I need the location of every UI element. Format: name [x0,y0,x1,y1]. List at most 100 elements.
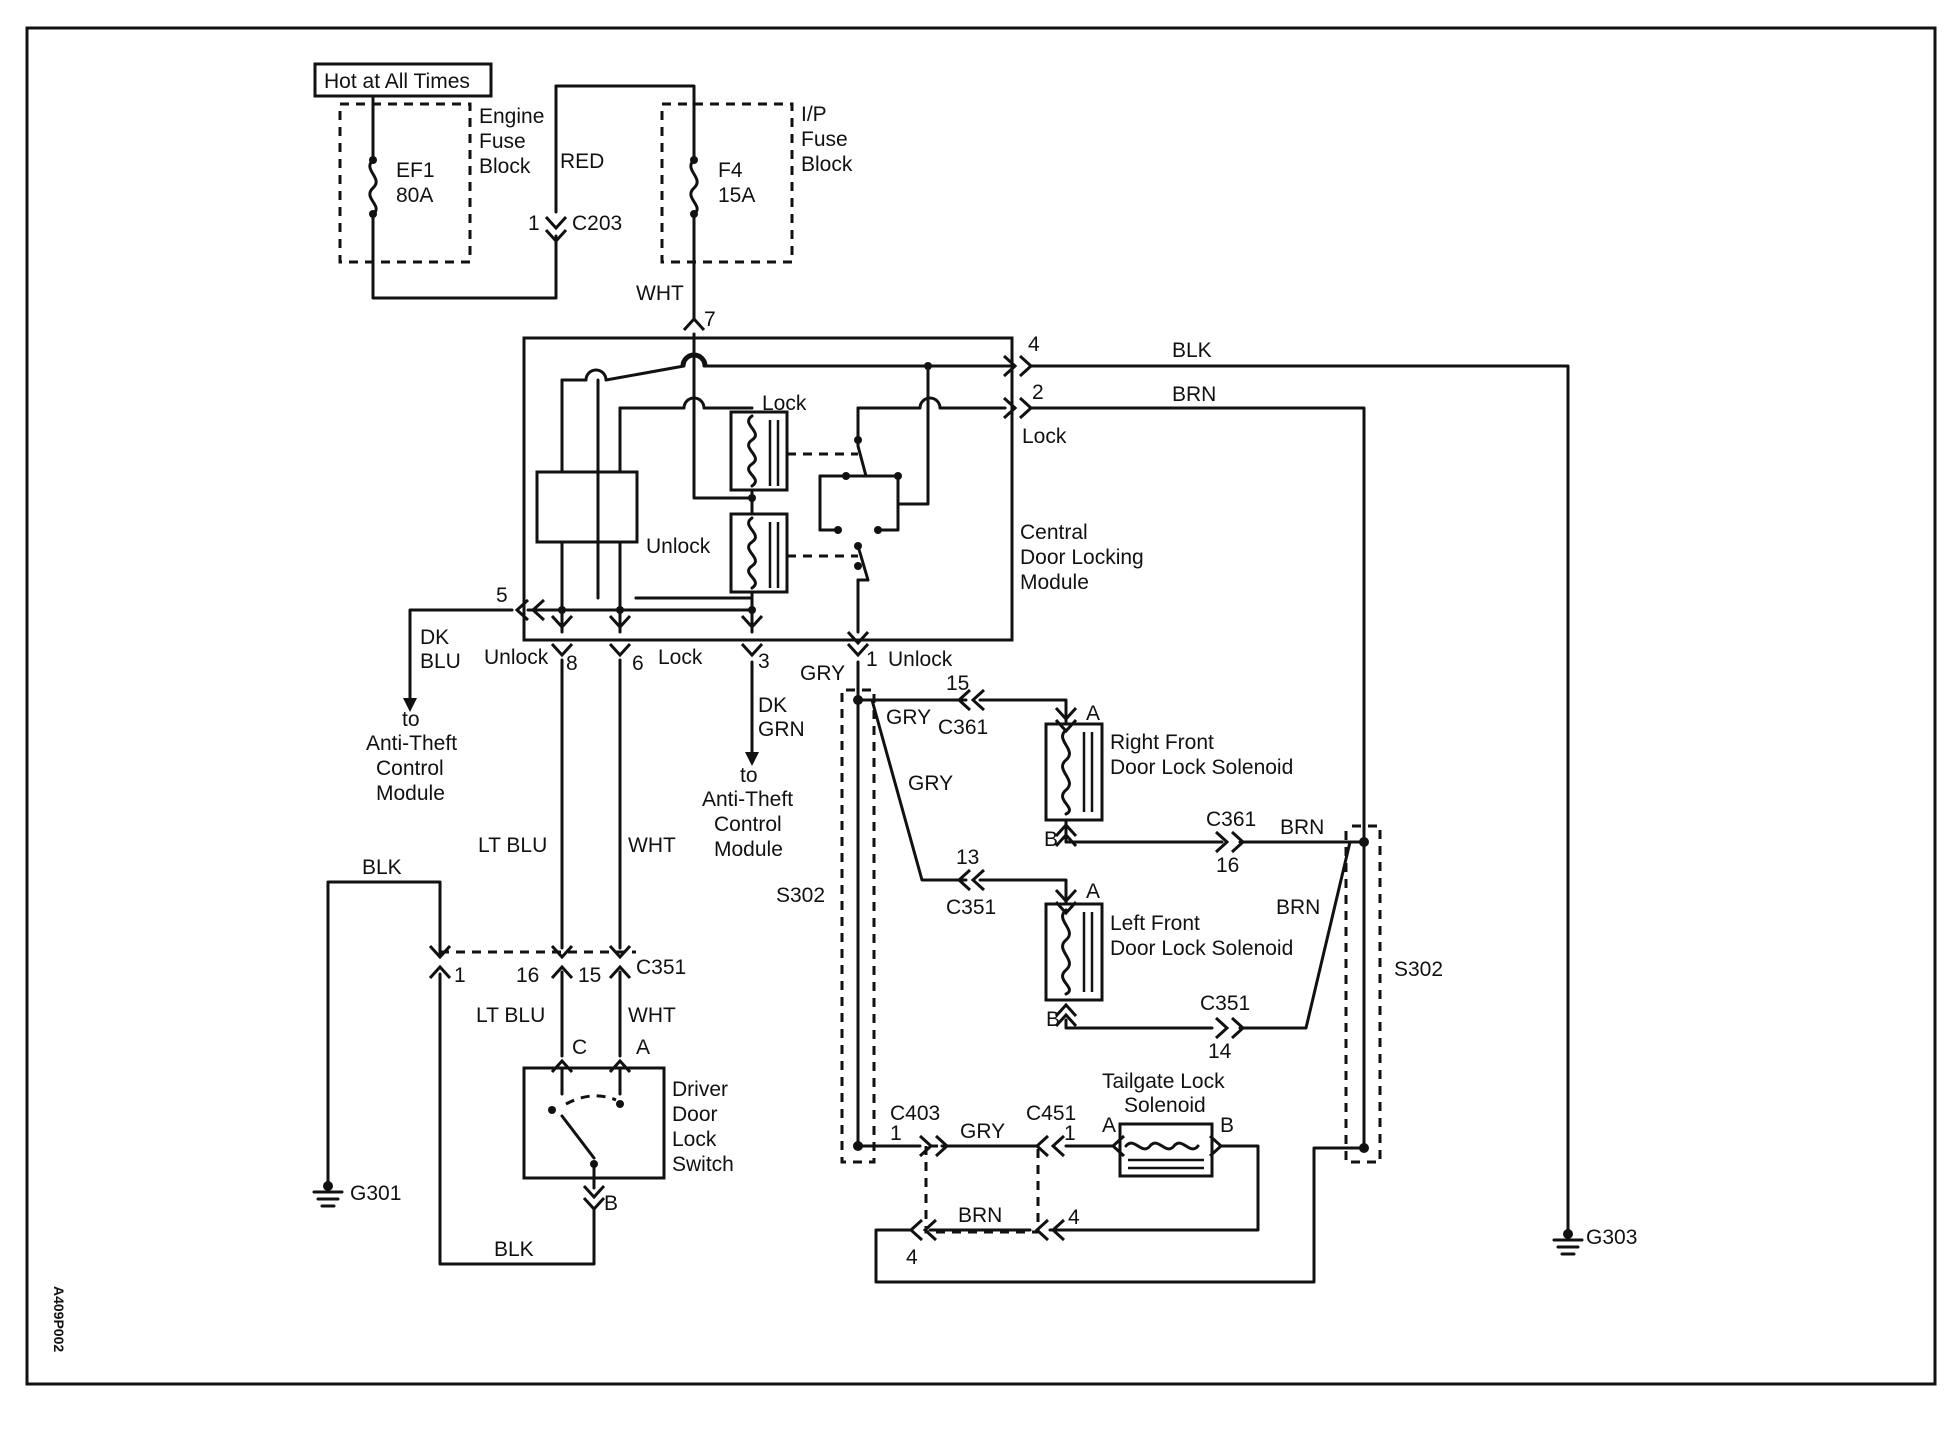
gry-label-4: GRY [960,1120,1005,1143]
c351c-pin-15: 15 [578,964,601,987]
brn-label-2: BRN [1276,896,1320,919]
brn-label-1: BRN [1280,816,1324,839]
anti-theft-1-line4: Module [376,782,445,805]
switch-label-4: Switch [672,1153,734,1176]
gry-label-1: GRY [800,662,845,685]
wht-top-wire-label: WHT [636,282,684,305]
module-pin-3: 3 [758,650,770,673]
dk-blu-label-1: DK [420,626,449,649]
engine-fuse-block: EF1 80A Engine Fuse Block [338,94,558,300]
c351b-pin: 14 [1208,1040,1232,1063]
c203-name: C203 [572,212,622,235]
module-control-unit [535,470,639,544]
c351c-pin-16: 16 [516,964,539,987]
anti-theft-2-to: to [740,764,758,787]
tailgate-label-2: Solenoid [1124,1094,1206,1117]
s302-right-label: S302 [1394,958,1443,981]
anti-theft-branch-1: DK BLU to Anti-Theft Control Module [366,608,514,805]
ip-fuse-label-3: Block [801,153,853,176]
module-pin-8: 8 [566,652,578,675]
central-door-locking-module: Central Door Locking Module Lock Unlock [522,332,1144,642]
c203-connector: 1 C203 RED [528,84,696,243]
f4-fuse-id: F4 [718,159,743,182]
outer-frame [25,26,1937,1386]
blk-left-label: BLK [362,856,402,879]
lf-label-1: Left Front [1110,912,1200,935]
module-label-2: Door Locking [1020,546,1144,569]
pin6-lock-label: Lock [658,646,703,669]
engine-fuse-label-1: Engine [479,105,544,128]
hot-label: Hot at All Times [324,70,470,93]
module-label-3: Module [1020,571,1089,594]
left-front-door-lock-solenoid: A B Left Front Door Lock Solenoid C351 1… [1044,840,1352,1063]
tailgate-circuit: C403 1 GRY C451 1 A Tailgate Lock Soleno… [856,1070,1366,1284]
right-front-door-lock-solenoid: A B Right Front Door Lock Solenoid C361 … [1044,702,1366,877]
c351a-pin: 13 [956,846,979,869]
anti-theft-1-line2: Anti-Theft [366,732,457,755]
ip-fuse-label-2: Fuse [801,128,848,151]
brn-label-3: BRN [958,1204,1002,1227]
lf-label-2: Door Lock Solenoid [1110,937,1293,960]
red-wire-label: RED [560,150,604,173]
switch-label-2: Door [672,1103,718,1126]
c403-pin-4: 4 [906,1246,918,1269]
blk-out-label: BLK [1172,339,1212,362]
module-pin-1: 1 [866,648,878,671]
tailgate-lock-solenoid [1118,1122,1214,1178]
c361a-name: C361 [938,716,988,739]
c351b-name: C351 [1200,992,1250,1015]
tailgate-pin-b: B [1220,1114,1234,1137]
lf-gry-feed: GRY 13 C351 [870,698,1068,919]
rf-gry-feed: 15 C361 GRY [856,672,1068,739]
module-label-1: Central [1020,521,1088,544]
switch-label-1: Driver [672,1078,728,1101]
tailgate-pin-a: A [1102,1114,1116,1137]
relay-unlock-label: Unlock [646,535,711,558]
anti-theft-2-line2: Anti-Theft [702,788,793,811]
c403-name: C403 [890,1102,940,1125]
c361b-pin: 16 [1216,854,1239,877]
wht-label-2: WHT [628,1004,676,1027]
module-pin-4: 4 [1028,333,1040,356]
module-pin-6: 6 [632,652,644,675]
module-pin-2: 2 [1032,381,1044,404]
rf-label-1: Right Front [1110,731,1214,754]
dk-blu-label-2: BLU [420,650,461,673]
dk-grn-label-2: GRN [758,718,805,741]
g301-label: G301 [350,1182,401,1205]
g303-label: G303 [1586,1226,1637,1249]
c351c-name: C351 [636,956,686,979]
switch-pin-a: A [636,1036,650,1059]
c361a-pin: 15 [946,672,969,695]
lt-blu-label-2: LT BLU [476,1004,545,1027]
anti-theft-2-line4: Module [714,838,783,861]
tailgate-label-1: Tailgate Lock [1102,1070,1225,1093]
module-pin-5: 5 [496,584,508,607]
switch-pin-b: B [604,1192,618,1215]
switch-pin-c: C [572,1036,587,1059]
anti-theft-1-line3: Control [376,757,444,780]
brn-out-label: BRN [1172,383,1216,406]
pin8-unlock-label: Unlock [484,646,549,669]
rf-label-2: Door Lock Solenoid [1110,756,1293,779]
rf-pin-a: A [1086,702,1100,725]
anti-theft-branch-2: DK GRN to Anti-Theft Control Module [702,660,805,861]
module-out-lock-label: Lock [1022,425,1067,448]
f4-fuse-rating: 15A [718,184,755,207]
c361b-name: C361 [1206,808,1256,831]
ef1-fuse-id: EF1 [396,159,435,182]
c451-name: C451 [1026,1102,1076,1125]
module-pin-7: 7 [704,308,716,331]
c451-pin-4: 4 [1068,1206,1080,1229]
anti-theft-1-to: to [402,708,420,731]
pin1-unlock-label: Unlock [888,648,953,671]
blk-bottom-label: BLK [494,1238,534,1261]
right-ground-circuit: BLK G303 [1028,339,1637,1256]
hot-at-all-times-box: Hot at All Times [313,62,493,98]
c403-pin-1: 1 [890,1122,902,1145]
c203-pin: 1 [528,212,540,235]
gry-label-3: GRY [908,772,953,795]
ip-fuse-block: F4 15A I/P Fuse Block WHT 7 [636,102,853,332]
engine-fuse-label-3: Block [479,155,531,178]
